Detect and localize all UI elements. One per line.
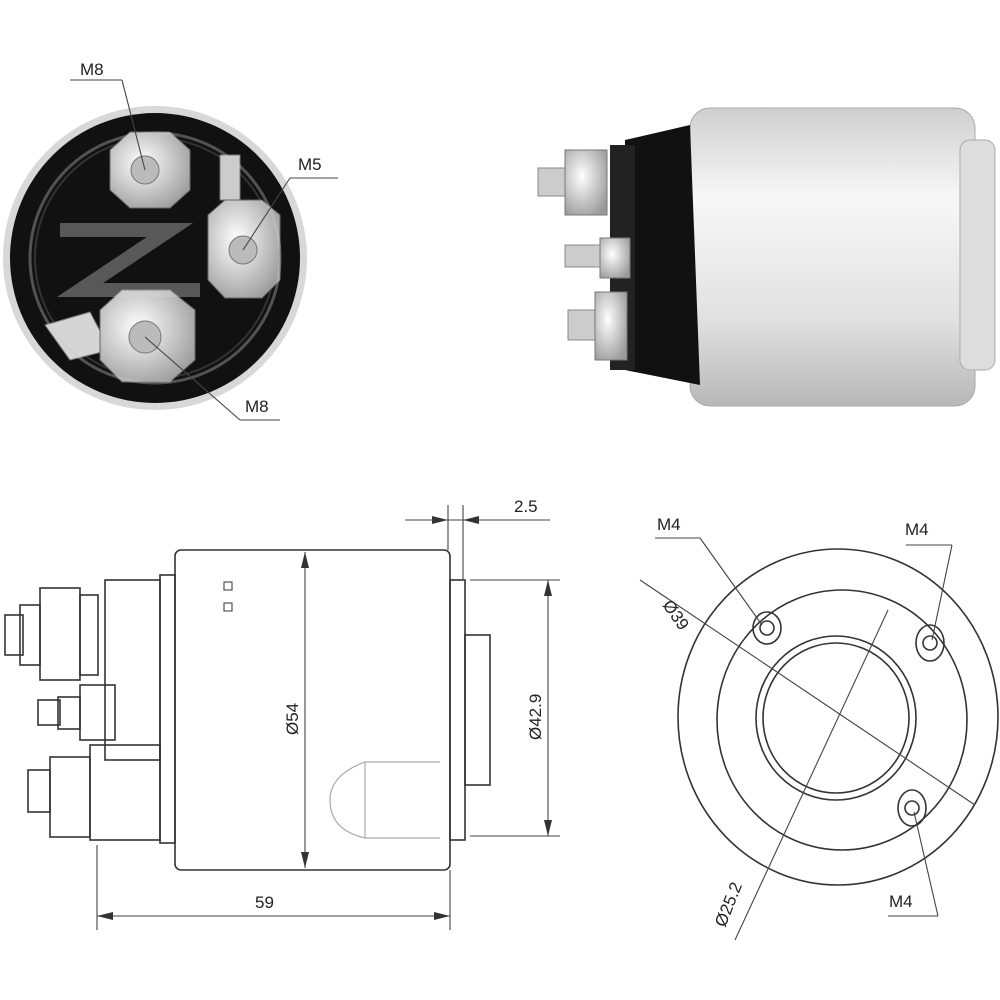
dim-bolt-circle: Ø39: [659, 596, 693, 633]
label-m4-top-right: M4: [905, 520, 929, 539]
label-m5: M5: [298, 155, 322, 174]
front-drawing: M4 M4 M4 Ø39 Ø25.2: [639, 515, 999, 941]
stud-drawing-top: [4, 587, 99, 681]
dim-bore-diameter: Ø25.2: [711, 879, 746, 929]
stud-middle: [564, 237, 631, 279]
leader-m8-bottom: M8: [144, 336, 280, 421]
dim-flange-diameter: Ø42.9: [526, 694, 545, 740]
dim-length: 59: [255, 893, 274, 912]
dim-body-diameter: Ø54: [283, 703, 302, 735]
hole-bottom: [897, 789, 927, 827]
label-m8-top: M8: [80, 60, 104, 79]
side-drawing: 2.5 Ø54 Ø42.9 59: [4, 497, 560, 930]
stud-drawing-middle: [37, 684, 116, 741]
leader-m8-top: M8: [70, 60, 146, 171]
hole-top-right: [915, 624, 945, 662]
label-m4-top-left: M4: [657, 515, 681, 534]
hole-top-left: [752, 611, 782, 645]
label-m8-bottom: M8: [245, 397, 269, 416]
side-view-photo: [537, 107, 996, 407]
leader-m5: M5: [242, 155, 338, 251]
dim-flange-thickness: 2.5: [514, 497, 538, 516]
label-m4-bottom: M4: [889, 892, 913, 911]
stud-bottom: [567, 291, 628, 361]
end-view-photo: [3, 106, 307, 410]
terminal-m8-top: [109, 131, 191, 209]
stud-top: [537, 149, 608, 216]
stud-drawing-bottom: [27, 744, 161, 841]
watermark-logo-left: [28, 131, 282, 385]
